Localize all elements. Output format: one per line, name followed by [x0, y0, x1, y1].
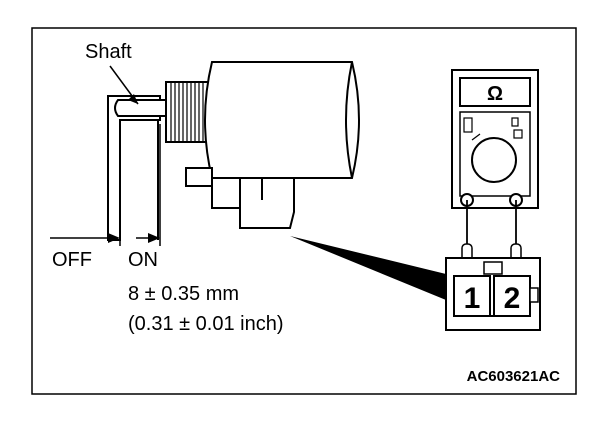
- meter-unit-symbol: Ω: [487, 83, 503, 105]
- meter-dial: [471, 137, 517, 183]
- off-label: OFF: [52, 249, 92, 271]
- switch-body: [204, 61, 360, 179]
- ohmmeter-icon: Ω: [451, 69, 539, 209]
- terminal-label-1: 1: [464, 282, 481, 315]
- shaft-arrowhead: [128, 94, 138, 104]
- switch-assembly: [107, 61, 360, 241]
- meter-display: [459, 77, 531, 107]
- probe-leads: [466, 200, 517, 244]
- off-arrowhead: [108, 233, 120, 243]
- zoom-wedge: [290, 236, 446, 300]
- switch-connector-housing: [239, 177, 295, 229]
- measurement-inch: (0.31 ± 0.01 inch): [128, 313, 284, 335]
- body-end: [345, 61, 353, 179]
- side-tab: [185, 167, 213, 187]
- on-arrowhead: [148, 233, 160, 243]
- connector-latch: [483, 261, 503, 275]
- bracket: [107, 95, 161, 241]
- shaft: [114, 99, 173, 117]
- figure-code: AC603621AC: [467, 368, 561, 385]
- terminal-cavity-2: [493, 275, 531, 317]
- shaft-label: Shaft: [85, 41, 132, 63]
- connector-icon: 1 2: [445, 257, 541, 331]
- measurement-mm: 8 ± 0.35 mm: [128, 283, 239, 305]
- stroke-dimension: [50, 124, 161, 246]
- on-label: ON: [128, 249, 158, 271]
- terminal-cavity-1: [453, 275, 491, 317]
- terminal-label-2: 2: [504, 282, 521, 315]
- figure-frame: [31, 27, 577, 395]
